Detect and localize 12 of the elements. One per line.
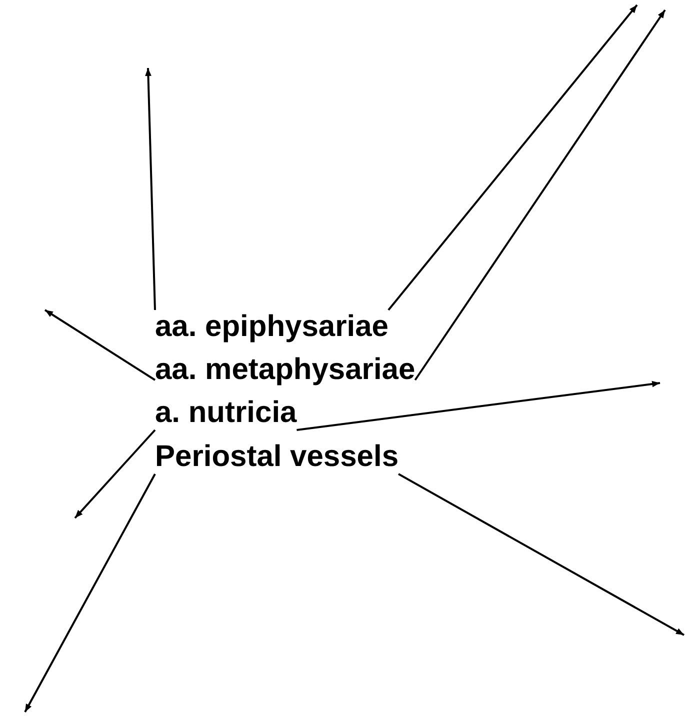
- label-text: aa. metaphysariae: [155, 353, 416, 386]
- leader-arrow: [398, 473, 684, 636]
- leader-arrow: [388, 4, 638, 311]
- label-text: a. nutricia: [155, 396, 297, 429]
- leader-arrow: [44, 309, 156, 381]
- label-text: Periostal vessels: [155, 440, 399, 473]
- leader-arrow: [414, 9, 666, 381]
- leader-arrow: [145, 68, 156, 310]
- leader-arrow: [74, 429, 156, 519]
- leader-arrow: [24, 474, 156, 712]
- label-text: aa. epiphysariae: [155, 310, 388, 343]
- leader-arrow: [296, 380, 660, 431]
